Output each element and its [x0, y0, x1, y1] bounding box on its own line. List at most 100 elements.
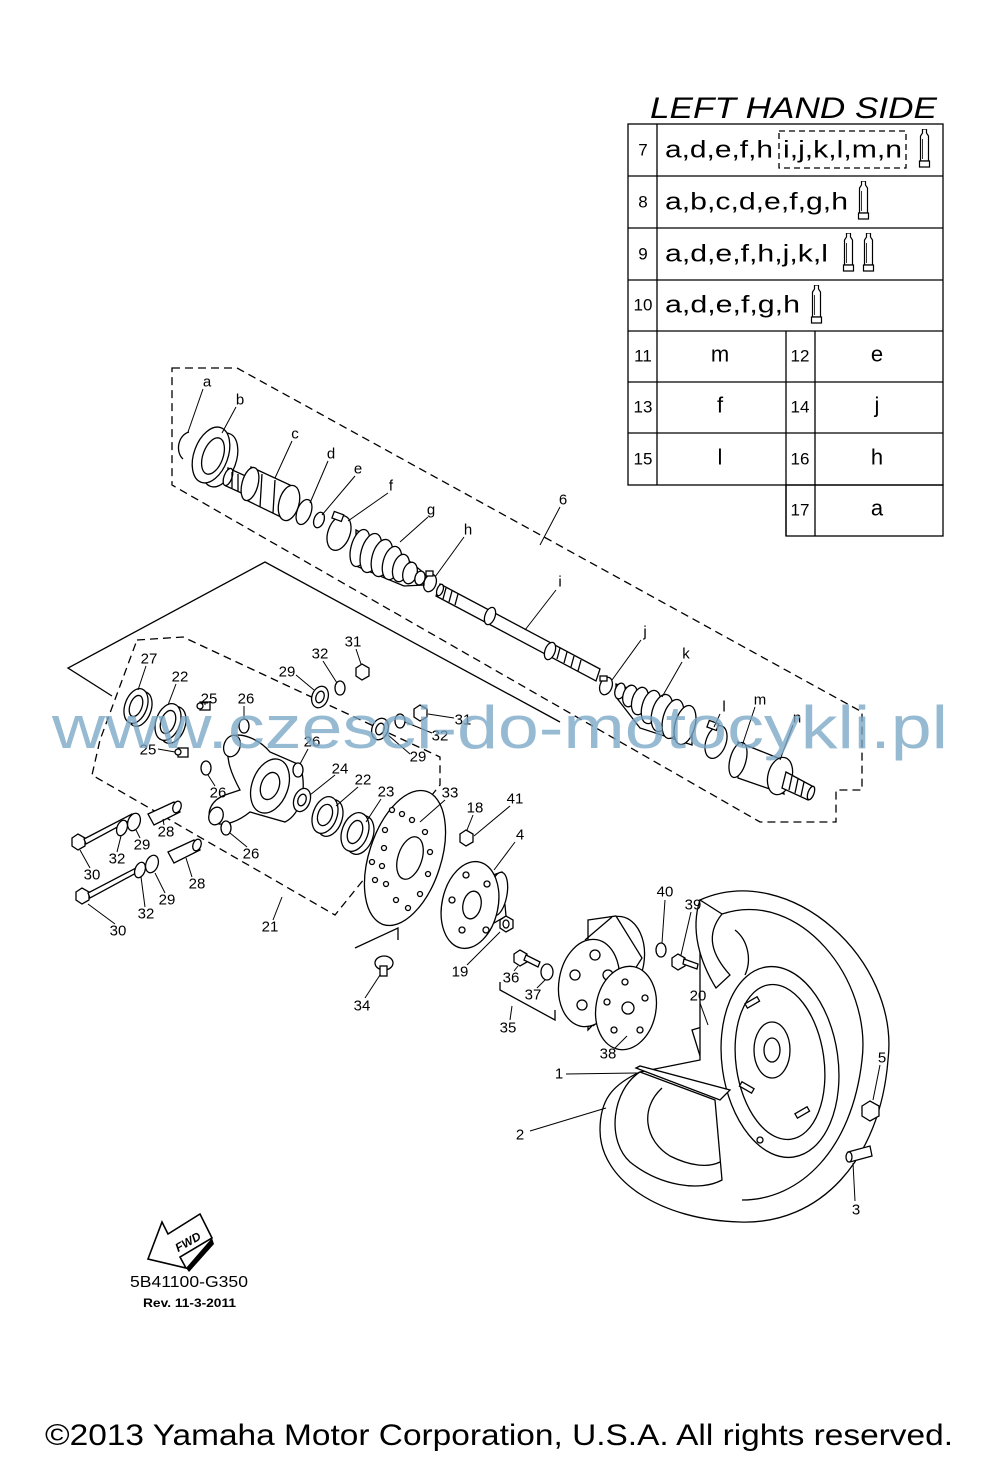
callout-label: f [389, 478, 394, 495]
callout-label: 6 [559, 492, 567, 509]
callout-leader [274, 440, 293, 479]
callout-leader [509, 1005, 513, 1021]
callout-label: 37 [525, 987, 542, 1004]
callout-leader [221, 406, 237, 434]
revision-date: Rev. 11-3-2011 [143, 1296, 236, 1310]
kit-parts: a,d,e,f,g,h [665, 292, 800, 319]
callout-label: 25 [201, 691, 218, 708]
callout-label: 34 [354, 998, 371, 1015]
callout-leader [741, 706, 756, 747]
bolt-36 [513, 949, 541, 968]
boxed-parts-frame [778, 130, 907, 169]
grease-tube-icon [842, 233, 855, 272]
callout-label: h [464, 522, 472, 539]
callout-label: 2 [516, 1127, 524, 1144]
callout-label: j [642, 624, 646, 641]
callout-leader [473, 805, 511, 837]
callout-leader [167, 683, 177, 706]
callout-leader [187, 388, 204, 433]
cv-joint-c [222, 466, 301, 522]
callout-leader [116, 835, 122, 853]
callout-label: 3 [852, 1202, 860, 1219]
callout-label: 19 [452, 964, 469, 981]
part-code: 5B41100-G350 [130, 1274, 248, 1291]
callout-label: 26 [210, 785, 227, 802]
callout-leader [79, 849, 91, 869]
boot-k [614, 682, 697, 746]
kit-parts: a,d,e,f,h [665, 137, 773, 164]
callout-leader [399, 516, 429, 543]
circlip-d [295, 498, 313, 526]
callout-label: a [203, 374, 212, 391]
callout-leader [513, 965, 519, 972]
boot-band-h [422, 570, 438, 593]
callout-label: 21 [262, 919, 279, 936]
page-title: LEFT HAND SIDE [650, 92, 938, 125]
callout-label: k [682, 646, 690, 663]
callout-leader [272, 896, 283, 921]
kit-parts: a,b,c,d,e,f,g,h [665, 189, 848, 216]
callout-label: d [327, 446, 335, 463]
callout-leader [852, 1162, 856, 1202]
plate-38 [594, 965, 658, 1051]
item-number: 15 [634, 450, 653, 469]
callout-leader [154, 872, 166, 894]
callout-leader [872, 1064, 881, 1101]
watermark: www.czesci-do-motocykli.pl [51, 694, 948, 761]
nut-18 [459, 829, 474, 847]
callout-label: 4 [516, 827, 524, 844]
callout-leader [565, 1072, 639, 1075]
callout-label: 24 [332, 761, 349, 778]
callout-label: 25 [140, 742, 157, 759]
callout-leader [387, 734, 411, 755]
callout-leader [321, 475, 356, 516]
callout-label: 41 [507, 791, 524, 808]
callout-label: 29 [159, 892, 176, 909]
callout-leader [466, 931, 501, 966]
callout-leader [322, 660, 338, 684]
bearing-22-lower [311, 796, 344, 837]
kit-boxed-parts: i,j,k,l,m,n [783, 137, 902, 164]
callout-leader [493, 841, 516, 871]
callout-label: c [291, 426, 299, 443]
boot-g [349, 528, 426, 587]
callout-leader [779, 724, 794, 761]
item-number: 12 [791, 347, 810, 366]
circlip-a [177, 431, 190, 460]
parts-kit-table [627, 123, 944, 537]
callout-label: 36 [503, 970, 520, 987]
callout-label: 32 [138, 906, 155, 923]
callout-leader [309, 774, 336, 796]
callout-leader [364, 974, 381, 999]
item-part: m [711, 342, 729, 367]
bolt-34 [374, 955, 394, 977]
callout-label: 28 [158, 824, 175, 841]
callout-leader [539, 506, 561, 546]
kit-number: 10 [634, 296, 653, 315]
callout-label: g [427, 502, 435, 519]
drive-shaft-i [435, 583, 601, 682]
bearing-22-upper [154, 703, 187, 744]
grease-tube-icon [918, 129, 931, 168]
callout-label: 5 [878, 1050, 886, 1067]
spacer-bolt-bracket [499, 982, 556, 1022]
copyright-footer: ©2013 Yamaha Motor Corporation, U.S.A. A… [45, 1419, 953, 1452]
grease-tube-icon [857, 181, 870, 220]
kit-number: 7 [638, 141, 647, 160]
item-number: 11 [634, 347, 652, 366]
callout-label: 32 [432, 728, 449, 745]
callout-label: 26 [238, 691, 255, 708]
callout-label: 29 [134, 837, 151, 854]
spacer-24 [292, 787, 312, 813]
callout-label: 28 [189, 876, 206, 893]
callout-label: 29 [279, 664, 296, 681]
callout-leader [419, 799, 446, 823]
callout-label: 1 [555, 1066, 563, 1083]
callout-leader [536, 979, 546, 989]
callout-label: 31 [345, 634, 362, 651]
callout-leader [335, 786, 359, 807]
callout-label: 38 [600, 1046, 617, 1063]
callout-leader [207, 774, 216, 787]
callout-label: 22 [172, 669, 189, 686]
callout-leader [185, 857, 193, 878]
